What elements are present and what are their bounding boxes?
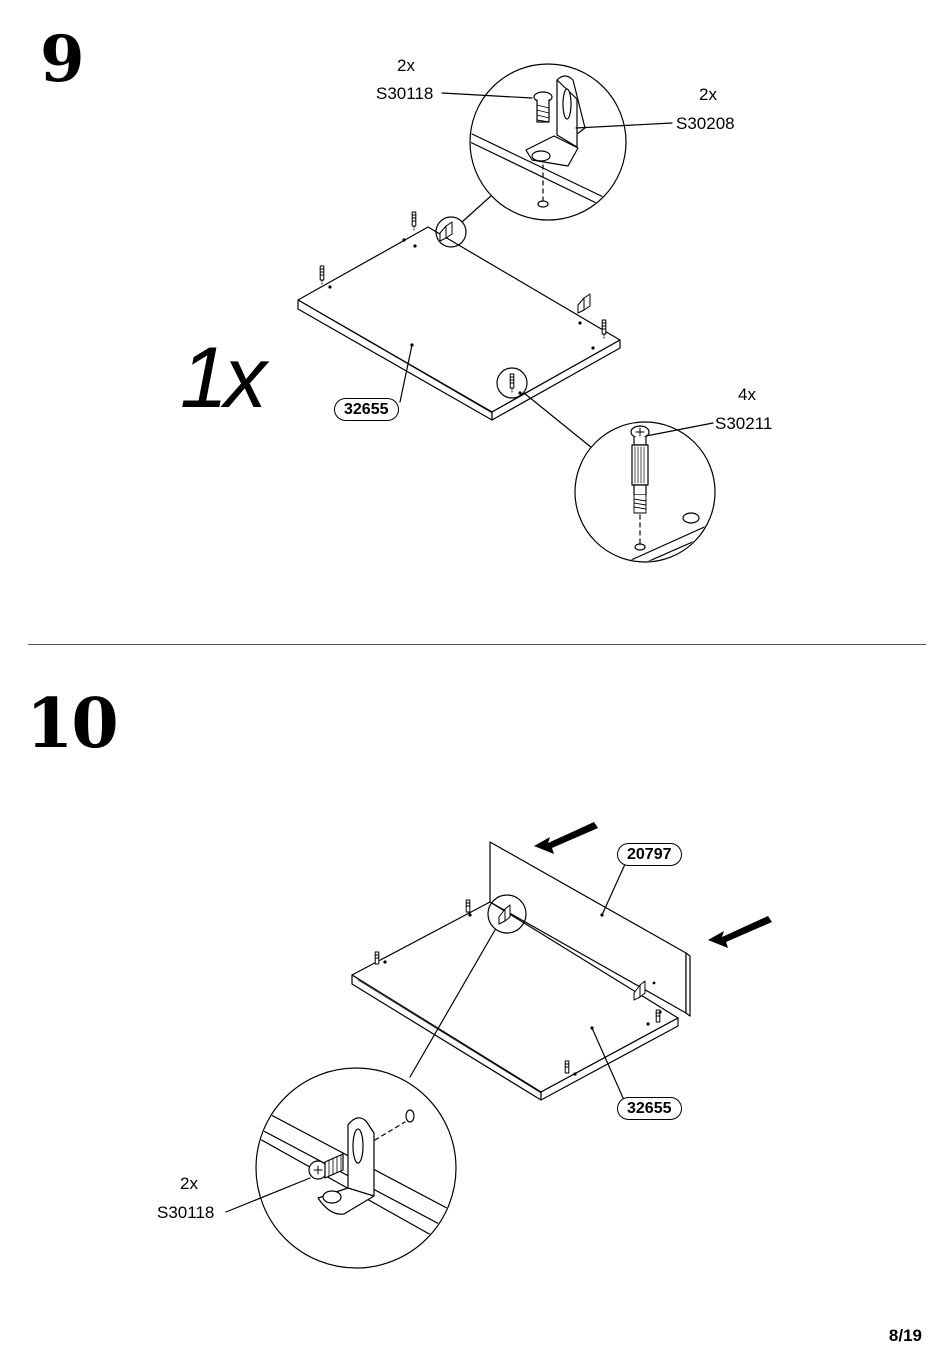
small-bracket: [498, 904, 511, 925]
step10-detail-marker: [487, 894, 527, 934]
callout-part-code: S30208: [676, 114, 735, 133]
callout-qty: 2x: [180, 1174, 198, 1193]
step9-detail-marker-top: [435, 216, 467, 248]
step9-panel: [297, 226, 621, 421]
panel-code-badge: 32655: [617, 1097, 682, 1120]
callout-qty: 2x: [397, 56, 415, 75]
callout-part-code: S30118: [157, 1203, 215, 1222]
step-number: 9: [40, 22, 85, 97]
small-bracket: [577, 293, 591, 314]
dowel: [411, 211, 417, 231]
callout-part-code: S30211: [715, 414, 773, 433]
step-number: 10: [26, 684, 119, 764]
small-bracket: [439, 221, 453, 242]
panel-multiplier: 1x: [180, 330, 267, 426]
step-divider: [28, 644, 926, 645]
step9-zoom-dowel: [574, 421, 716, 563]
page-number: 8/19: [888, 1326, 922, 1345]
dowel: [601, 319, 607, 339]
step10-back-panel: [489, 841, 691, 1017]
small-bracket: [633, 980, 646, 1001]
callout-part-code: S30118: [376, 84, 434, 103]
callout-qty: 2x: [699, 85, 717, 104]
panel-code-badge: 32655: [334, 398, 399, 421]
step9-zoom-bracket: [469, 63, 627, 221]
panel-code-badge: 20797: [617, 843, 682, 866]
dowel: [319, 265, 325, 285]
step10-zoom-bracket: [255, 1067, 457, 1269]
dowel: [509, 373, 515, 393]
callout-qty: 4x: [738, 385, 756, 404]
step9-detail-marker-bottom: [496, 367, 528, 399]
step9-dowels: [319, 211, 607, 393]
step10-dowels: [374, 899, 661, 1074]
step10-bottom-panel: [351, 901, 679, 1101]
insert-arrow: [534, 822, 772, 948]
